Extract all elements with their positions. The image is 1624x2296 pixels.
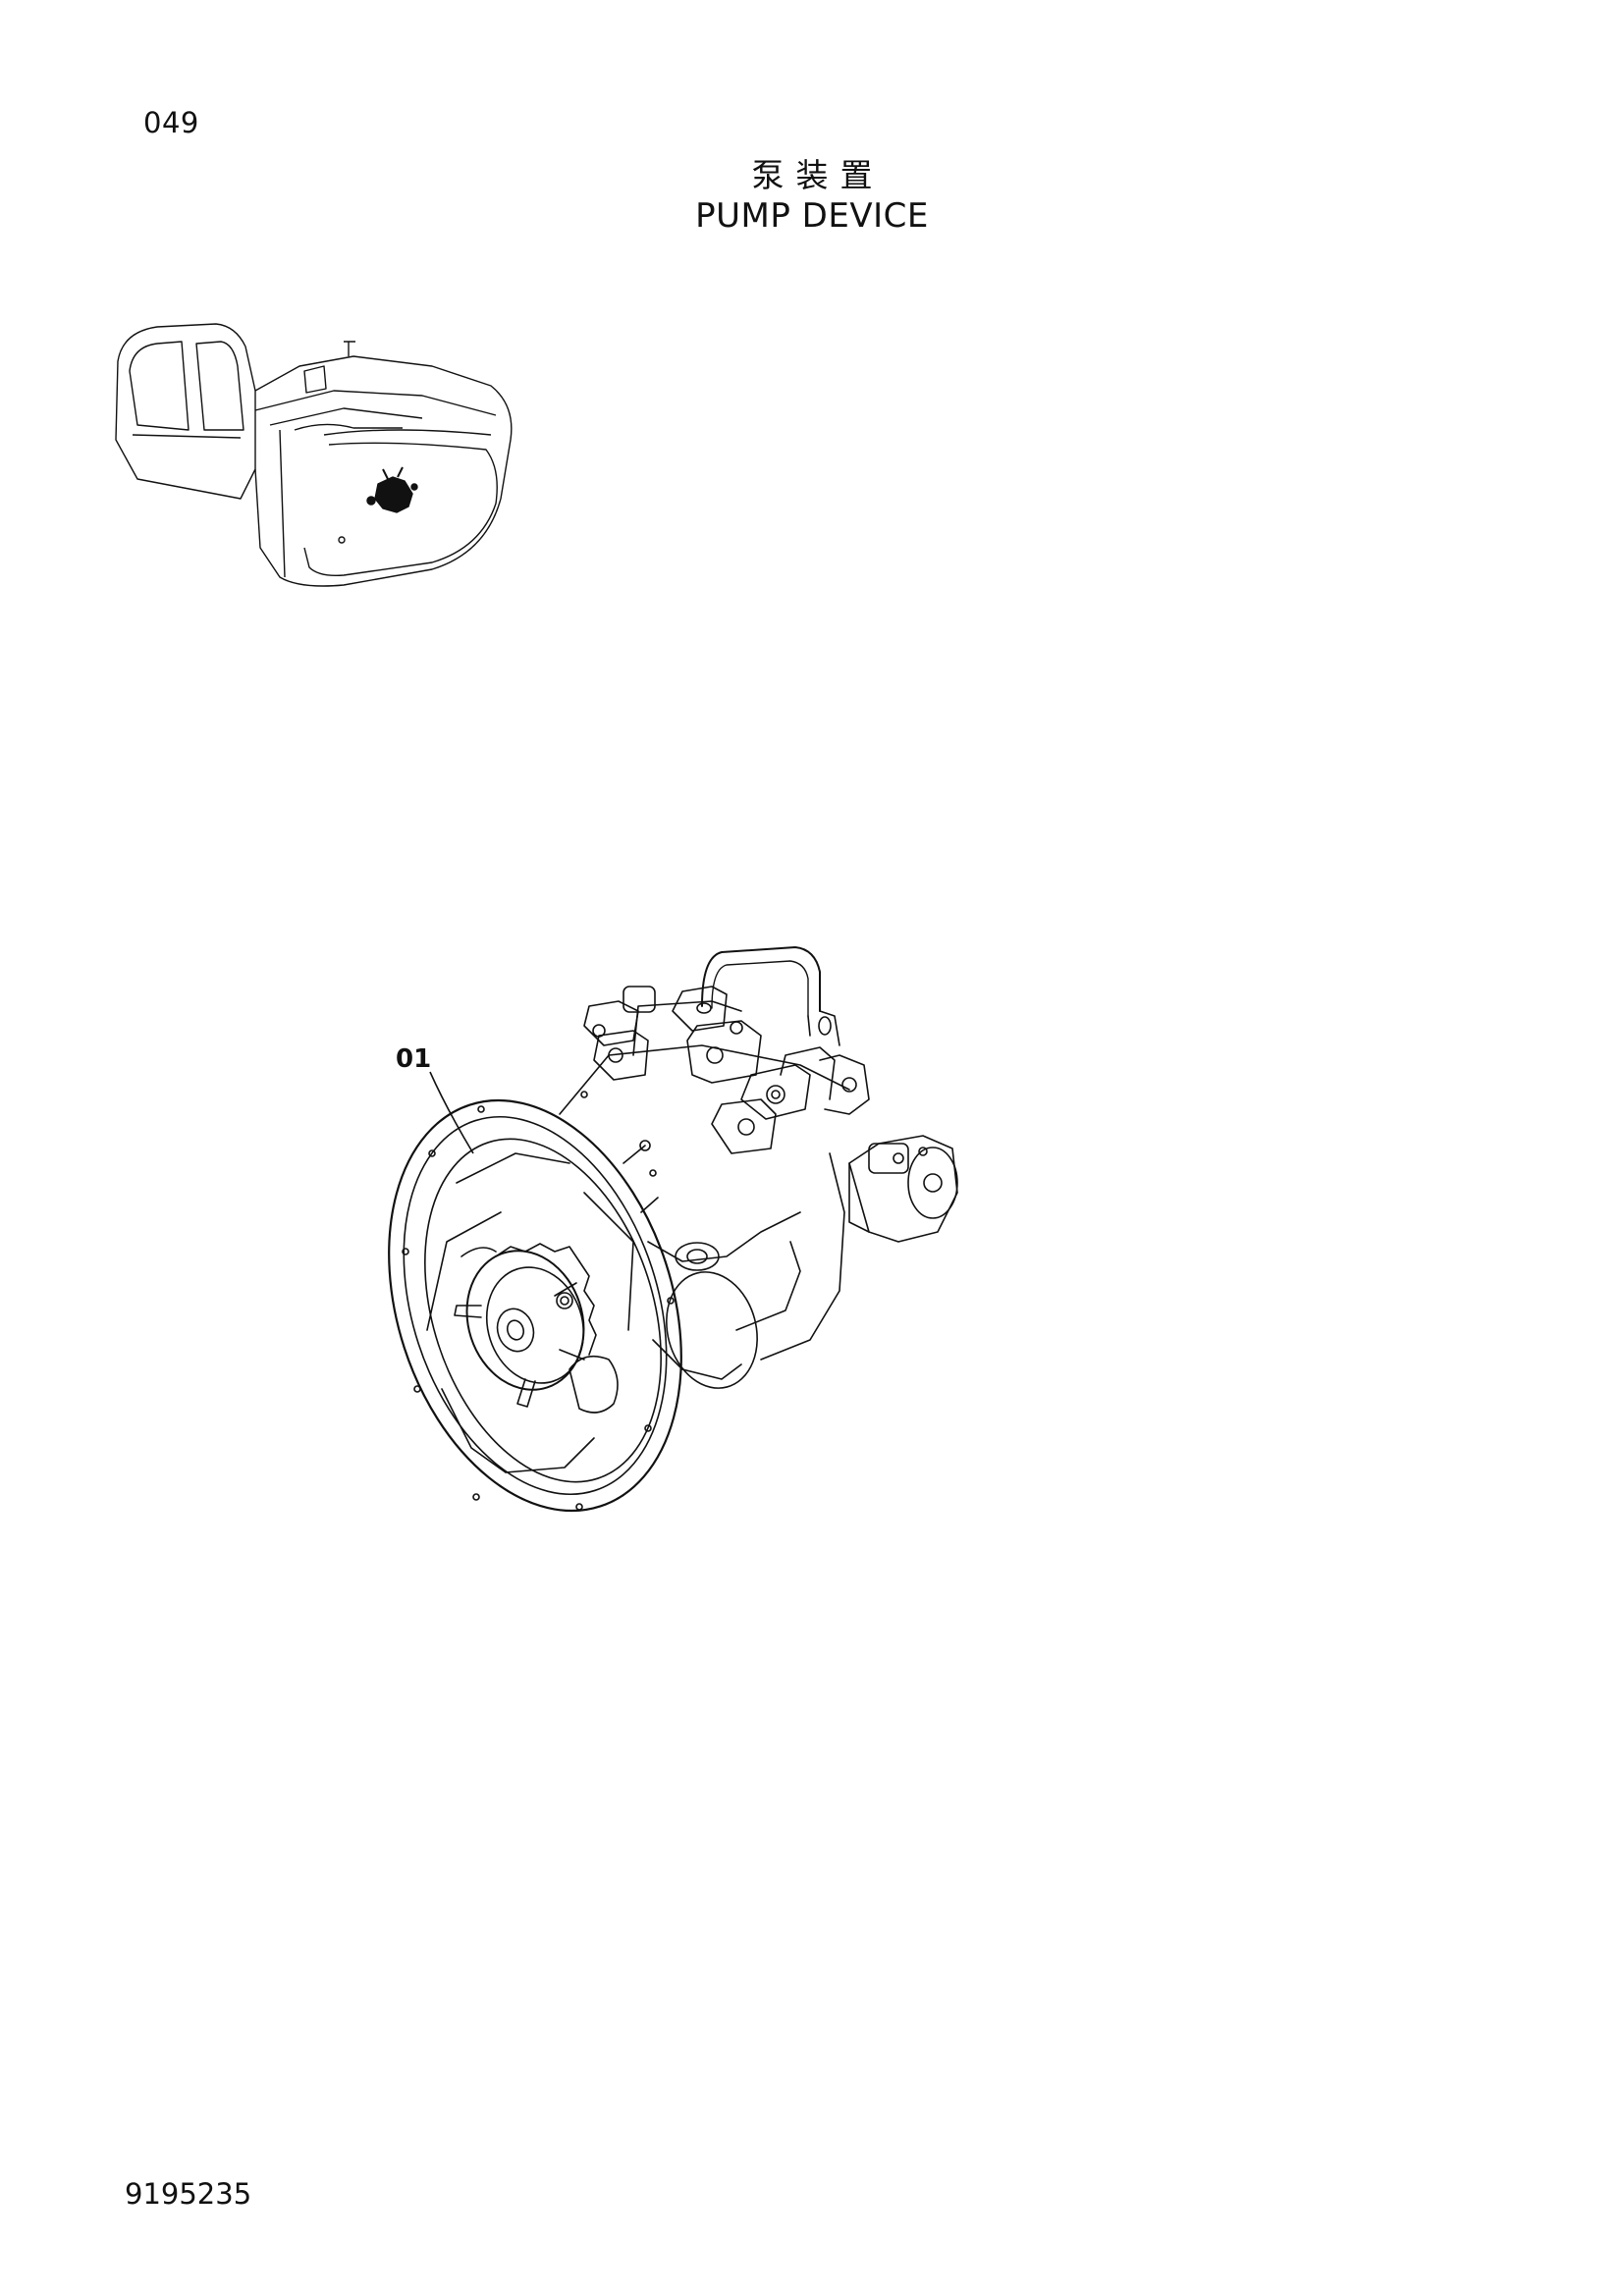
page-title-chinese: 泵装置 [751,156,885,194]
document-id: 9195235 [125,2177,252,2211]
excavator-locator-illustration [98,312,520,607]
part-callout-label: 01 [396,1044,432,1074]
flange-bolt-holes [403,1092,674,1510]
page-number: 049 [143,106,199,139]
pump-location-mark [367,477,417,512]
pump-device-drawing [388,918,1075,1605]
page-title-english: PUMP DEVICE [695,196,929,236]
